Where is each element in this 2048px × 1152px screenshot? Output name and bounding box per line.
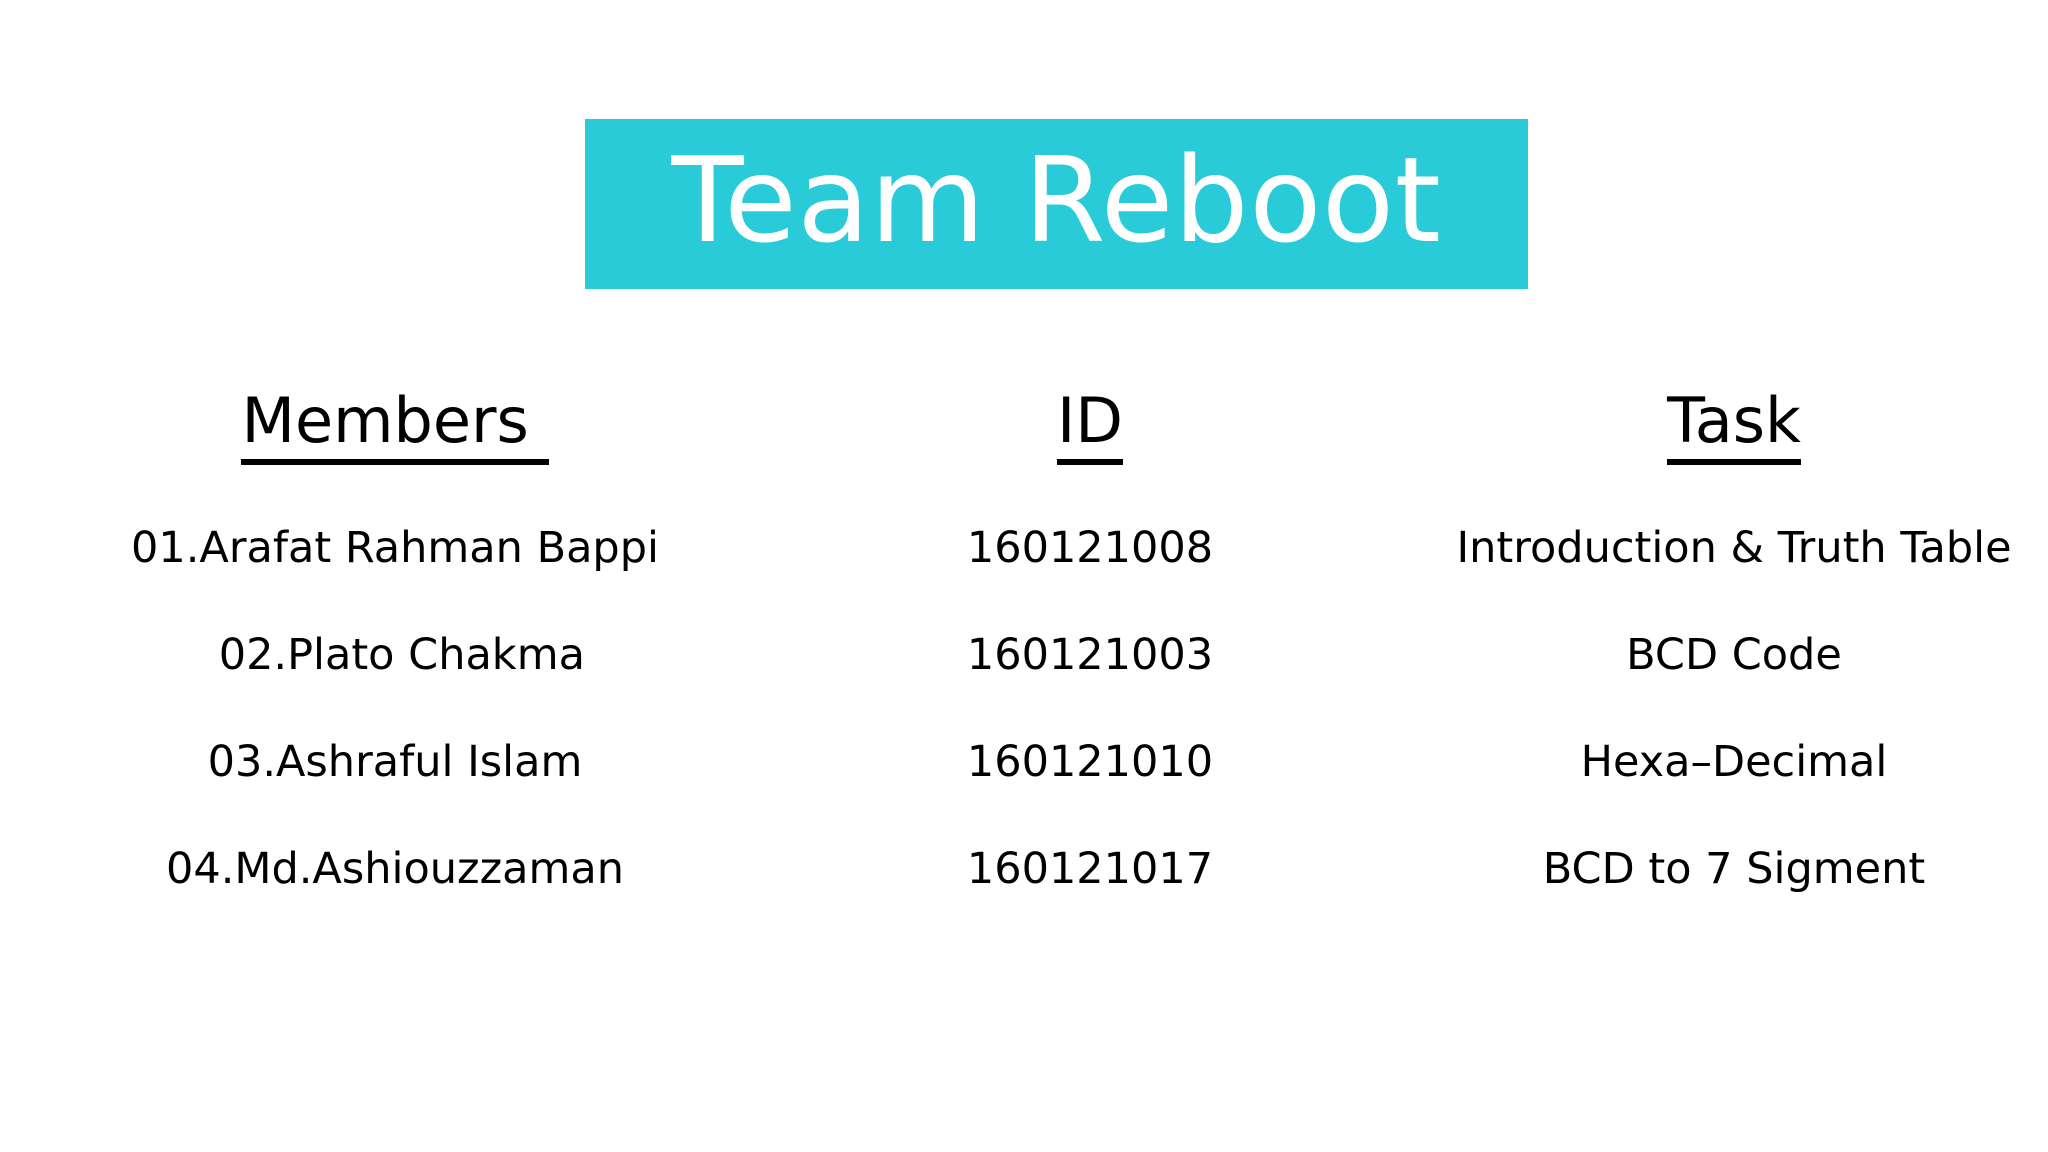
column-header-members: Members [241,388,549,465]
column-header-id: ID [1056,388,1124,465]
member-name: 03.Ashraful Islam [207,736,583,787]
cell-id: 160121010 [840,709,1340,816]
member-task: BCD Code [1626,629,1842,680]
table-row: 03.Ashraful Islam 160121010 Hexa–Decimal [0,709,2048,816]
header-cell-id: ID [840,355,1340,465]
cell-task: BCD to 7 Sigment [1420,816,2048,923]
member-task: Hexa–Decimal [1580,736,1888,787]
table-header-row: Members ID Task [0,355,2048,465]
member-name: 01.Arafat Rahman Bappi [131,522,659,573]
cell-member: 04.Md.Ashiouzzaman [95,816,695,923]
cell-member: 01.Arafat Rahman Bappi [95,495,695,602]
member-name: 04.Md.Ashiouzzaman [165,843,624,894]
header-body-spacer [0,465,2048,495]
page-title: Team Reboot [671,131,1442,269]
member-name: 02.Plato Chakma [205,629,585,680]
cell-member: 03.Ashraful Islam [95,709,695,816]
header-cell-task: Task [1420,355,2048,465]
team-table: Members ID Task 01.Arafat Rahman Bappi 1… [0,355,2048,923]
table-row: 04.Md.Ashiouzzaman 160121017 BCD to 7 Si… [0,816,2048,923]
cell-id: 160121003 [840,602,1340,709]
cell-member: 02.Plato Chakma [95,602,695,709]
table-row: 01.Arafat Rahman Bappi 160121008 Introdu… [0,495,2048,602]
member-task: Introduction & Truth Table [1456,522,2012,573]
member-id: 160121008 [966,522,1214,573]
member-id: 160121017 [966,843,1214,894]
title-banner: Team Reboot [585,119,1528,289]
header-cell-members: Members [95,355,695,465]
member-task: BCD to 7 Sigment [1542,843,1926,894]
cell-task: Introduction & Truth Table [1420,495,2048,602]
cell-id: 160121017 [840,816,1340,923]
cell-id: 160121008 [840,495,1340,602]
cell-task: Hexa–Decimal [1420,709,2048,816]
cell-task: BCD Code [1420,602,2048,709]
table-row: 02.Plato Chakma 160121003 BCD Code [0,602,2048,709]
column-header-task: Task [1667,388,1801,465]
member-id: 160121003 [966,629,1214,680]
member-id: 160121010 [966,736,1214,787]
